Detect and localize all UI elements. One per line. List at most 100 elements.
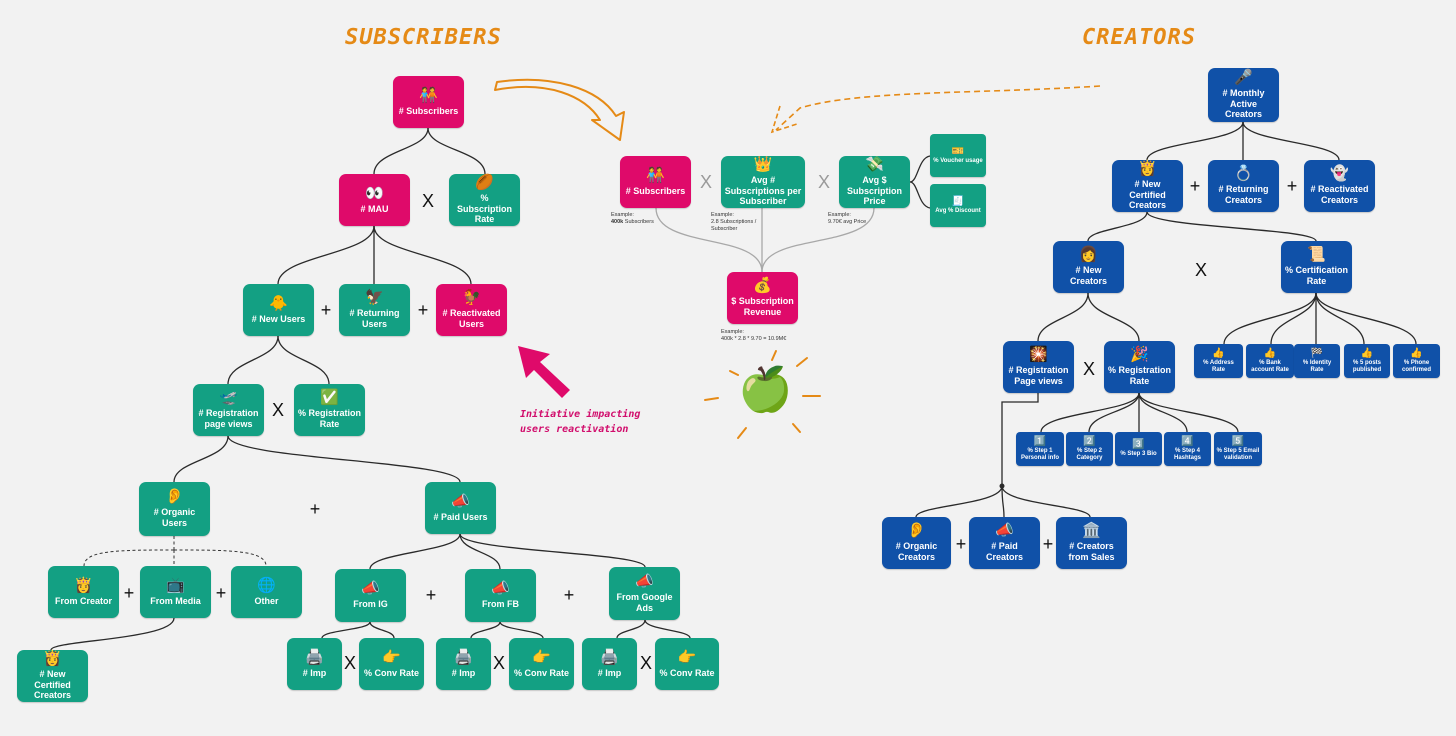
node-label: # Returning Users <box>349 308 400 329</box>
keycap-two-icon: 2️⃣ <box>1083 435 1096 447</box>
node-step-5[interactable]: 5️⃣ % Step 5 Email validation <box>1214 432 1262 466</box>
node-step-2[interactable]: 2️⃣ % Step 2 Category <box>1066 432 1113 466</box>
thumbs-up-icon: 👍 <box>1360 347 1374 359</box>
node-returning-users[interactable]: 🦅 # Returning Users <box>339 284 410 336</box>
reactivation-annotation: Initiative impacting users reactivation <box>520 407 640 437</box>
node-subscription-revenue[interactable]: 💰 $ Subscription Revenue <box>727 272 798 324</box>
node-ig-imp[interactable]: 🖨️ # Imp <box>287 638 342 690</box>
people-icon: 🧑‍🤝‍🧑 <box>646 166 665 184</box>
node-fb-imp[interactable]: 🖨️ # Imp <box>436 638 491 690</box>
node-label: # Imp <box>302 667 327 678</box>
party-popper-icon: 🎉 <box>1130 346 1149 364</box>
ring-icon: 💍 <box>1234 165 1253 183</box>
node-label: % Step 3 Bio <box>1120 451 1157 458</box>
node-subscription-rate[interactable]: 🏉 % Subscription Rate <box>449 174 520 226</box>
annotation-line: users reactivation <box>520 424 629 435</box>
node-from-media[interactable]: 📺 From Media <box>140 566 211 618</box>
node-label: % 5 posts published <box>1352 359 1382 373</box>
node-avg-discount[interactable]: 🧾 Avg % Discount <box>930 184 986 227</box>
node-organic-users[interactable]: 👂 # Organic Users <box>139 482 210 536</box>
plus-operator: + <box>1042 534 1054 554</box>
thumbs-up-icon: 👍 <box>1212 347 1225 359</box>
node-certification-rate[interactable]: 📜 % Certification Rate <box>1281 241 1352 293</box>
eagle-icon: 🦅 <box>365 289 384 307</box>
note-line: 400k * 2.8 * 9.70 = 10.9M€ <box>721 335 787 342</box>
megaphone-icon: 📣 <box>995 522 1014 540</box>
outline-arrow <box>494 78 625 141</box>
node-new-users[interactable]: 🐥 # New Users <box>243 284 314 336</box>
node-google-conv-rate[interactable]: 👉 % Conv Rate <box>655 638 719 690</box>
node-paid-creators[interactable]: 📣 # Paid Creators <box>969 517 1040 569</box>
node-from-google-ads[interactable]: 📣 From Google Ads <box>609 567 680 620</box>
globe-icon: 🌐 <box>257 576 276 594</box>
node-label: # Reactivated Creators <box>1310 184 1369 205</box>
node-from-ig[interactable]: 📣 From IG <box>335 569 406 622</box>
subscribers-title: SUBSCRIBERS <box>345 25 502 50</box>
node-new-certified-creators[interactable]: 👸 # New Certified Creators <box>17 650 88 702</box>
node-step-4[interactable]: 4️⃣ % Step 4 Hashtags <box>1164 432 1211 466</box>
plus-operator: + <box>309 499 321 519</box>
rooster-icon: 🐓 <box>462 289 481 307</box>
times-operator: X <box>639 653 652 673</box>
node-label: # Registration page views <box>198 408 259 429</box>
note-line: Example: <box>611 212 634 218</box>
node-mau[interactable]: 👀 # MAU <box>339 174 410 226</box>
node-label: # MAU <box>360 203 389 214</box>
node-revenue-subscribers[interactable]: 🧑‍🤝‍🧑 # Subscribers <box>620 156 691 208</box>
node-fb-conv-rate[interactable]: 👉 % Conv Rate <box>509 638 574 690</box>
node-identity-rate[interactable]: 🏁 % Identity Rate <box>1294 344 1340 378</box>
node-new-creators[interactable]: 👩 # New Creators <box>1053 241 1124 293</box>
node-organic-creators[interactable]: 👂 # Organic Creators <box>882 517 951 569</box>
node-monthly-active-creators[interactable]: 🎤 # Monthly Active Creators <box>1208 68 1279 122</box>
node-avg-price[interactable]: 💸 Avg $ Subscription Price <box>839 156 910 208</box>
node-voucher-usage[interactable]: 🎫 % Voucher usage <box>930 134 986 177</box>
node-bank-account-rate[interactable]: 👍 % Bank account Rate <box>1246 344 1294 378</box>
node-posts-published[interactable]: 👍 % 5 posts published <box>1344 344 1390 378</box>
node-avg-subscriptions[interactable]: 👑 Avg # Subscriptions per Subscriber <box>721 156 805 208</box>
megaphone-icon: 📣 <box>361 580 380 598</box>
node-label: % Conv Rate <box>659 667 715 678</box>
node-label: # Registration Page views <box>1008 365 1069 386</box>
node-google-imp[interactable]: 🖨️ # Imp <box>582 638 637 690</box>
node-address-rate[interactable]: 👍 % Address Rate <box>1194 344 1243 378</box>
node-from-creator[interactable]: 👸 From Creator <box>48 566 119 618</box>
node-label: Avg # Subscriptions per Subscriber <box>724 174 802 207</box>
node-registration-page-views-creators[interactable]: 🎇 # Registration Page views <box>1003 341 1074 393</box>
note-line: Example: <box>711 212 734 218</box>
node-phone-confirmed[interactable]: 👍 % Phone confirmed <box>1393 344 1440 378</box>
node-label: % Conv Rate <box>363 667 419 678</box>
node-subscribers[interactable]: 🧑‍🤝‍🧑 # Subscribers <box>393 76 464 128</box>
node-step-1[interactable]: 1️⃣ % Step 1 Personal info <box>1016 432 1064 466</box>
money-icon: 💸 <box>865 155 884 173</box>
node-step-3[interactable]: 3️⃣ % Step 3 Bio <box>1115 432 1162 466</box>
dashed-arrow <box>775 85 1101 131</box>
node-label: From Google Ads <box>616 591 673 613</box>
node-label: # Paid Creators <box>985 541 1023 562</box>
node-paid-users[interactable]: 📣 # Paid Users <box>425 482 496 534</box>
node-registration-page-views[interactable]: 🛫 # Registration page views <box>193 384 264 436</box>
airplane-icon: 🛫 <box>219 389 238 407</box>
node-registration-rate-creators[interactable]: 🎉 % Registration Rate <box>1104 341 1175 393</box>
pointing-hand-icon: 👉 <box>532 648 551 666</box>
node-other[interactable]: 🌐 Other <box>231 566 302 618</box>
princess-icon: 👸 <box>43 649 62 667</box>
rugby-ball-icon: 🏉 <box>475 173 494 191</box>
keycap-five-icon: 5️⃣ <box>1231 435 1245 447</box>
node-from-fb[interactable]: 📣 From FB <box>465 569 536 622</box>
node-label: $ Subscription Revenue <box>731 296 794 317</box>
node-registration-rate[interactable]: ✅ % Registration Rate <box>294 384 365 436</box>
plus-operator: + <box>417 300 429 320</box>
node-label: % Identity Rate <box>1302 359 1332 373</box>
ticket-icon: 🎫 <box>951 145 965 157</box>
node-creators-from-sales[interactable]: 🏛️ # Creators from Sales <box>1056 517 1127 569</box>
node-new-certified-creators[interactable]: 👸 # New Certified Creators <box>1112 160 1183 212</box>
node-label: # New Certified Creators <box>33 668 71 701</box>
plus-operator: + <box>955 534 967 554</box>
megaphone-icon: 📣 <box>451 492 470 510</box>
node-reactivated-creators[interactable]: 👻 # Reactivated Creators <box>1304 160 1375 212</box>
times-operator: X <box>421 191 434 211</box>
node-reactivated-users[interactable]: 🐓 # Reactivated Users <box>436 284 507 336</box>
note-text: Subscribers <box>623 218 654 225</box>
node-ig-conv-rate[interactable]: 👉 % Conv Rate <box>359 638 424 690</box>
node-returning-creators[interactable]: 💍 # Returning Creators <box>1208 160 1279 212</box>
